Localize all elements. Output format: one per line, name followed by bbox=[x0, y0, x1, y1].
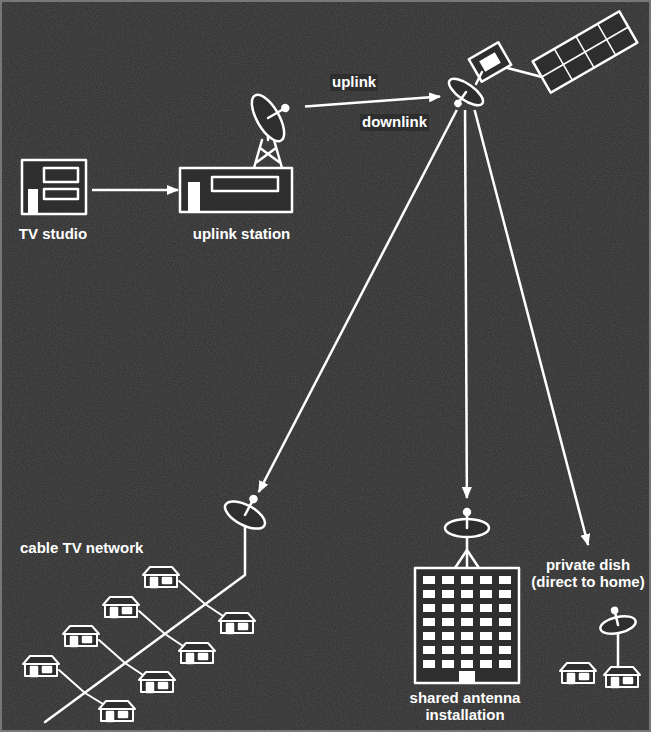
tv-studio bbox=[44, 168, 78, 182]
satellite bbox=[440, 11, 637, 117]
private-dish: private dish (direct to home) bbox=[528, 545, 648, 692]
tv-studio bbox=[28, 189, 38, 214]
signal-arrow bbox=[305, 97, 440, 107]
signal-arrow bbox=[92, 189, 178, 192]
node-label: uplink station bbox=[178, 226, 305, 243]
satellite bbox=[476, 72, 482, 84]
uplink-station bbox=[281, 104, 289, 112]
signal-arrow bbox=[475, 110, 588, 545]
signal-arrow bbox=[259, 110, 457, 492]
satellite bbox=[469, 42, 511, 82]
uplink-station bbox=[245, 90, 290, 146]
house bbox=[23, 656, 59, 676]
satellite bbox=[469, 42, 511, 82]
link-label: uplink bbox=[330, 74, 378, 91]
cable-tv-network bbox=[59, 581, 223, 704]
house bbox=[63, 626, 99, 646]
shared-antenna-installation bbox=[464, 509, 470, 515]
node-label: cable TV network bbox=[20, 540, 210, 557]
satellite bbox=[440, 5, 646, 110]
cable-tv-network bbox=[221, 496, 269, 534]
house bbox=[179, 643, 215, 663]
house bbox=[604, 667, 640, 687]
cable-tv-network bbox=[249, 495, 257, 503]
cable-tv-network: cable TV network bbox=[15, 492, 275, 725]
satellite bbox=[454, 100, 461, 107]
node-label: private dish (direct to home) bbox=[528, 557, 648, 591]
satellite bbox=[479, 52, 501, 71]
cable-tv-network bbox=[23, 486, 274, 722]
cable-tv-network bbox=[221, 486, 274, 534]
house bbox=[560, 663, 596, 683]
satellite bbox=[440, 74, 487, 117]
house bbox=[103, 597, 139, 617]
shared-antenna-installation bbox=[415, 509, 519, 683]
house bbox=[99, 701, 135, 721]
tv-studio bbox=[22, 160, 86, 214]
uplink-station bbox=[254, 140, 282, 168]
satellite bbox=[533, 11, 638, 92]
house bbox=[143, 567, 179, 587]
shared-antenna-installation bbox=[415, 568, 519, 683]
illustration bbox=[22, 11, 640, 722]
uplink-station: uplink station bbox=[178, 88, 305, 252]
label-block: cable TV network bbox=[20, 540, 210, 557]
house bbox=[219, 613, 255, 633]
satellite bbox=[445, 74, 487, 110]
tv-studio bbox=[44, 189, 78, 199]
label-block: uplink station bbox=[178, 226, 305, 243]
node-label: TV studio bbox=[14, 226, 92, 243]
tv-studio bbox=[22, 160, 86, 214]
shared-antenna-installation bbox=[459, 671, 475, 683]
label-block: private dish (direct to home) bbox=[528, 557, 648, 591]
uplink-station bbox=[245, 84, 300, 146]
uplink-station bbox=[180, 168, 292, 212]
signal-arrow bbox=[465, 110, 467, 498]
shared-antenna-installation: shared antenna installation bbox=[395, 498, 535, 728]
shared-antenna-installation bbox=[423, 576, 518, 669]
private-dish bbox=[597, 604, 638, 637]
uplink-station bbox=[212, 177, 278, 191]
satellite bbox=[533, 11, 638, 92]
uplink-station bbox=[188, 182, 200, 212]
private-dish bbox=[560, 604, 640, 687]
house bbox=[139, 672, 175, 692]
private-dish bbox=[612, 607, 618, 613]
uplink-station bbox=[180, 84, 301, 212]
shared-antenna-installation bbox=[455, 550, 479, 568]
node-label: shared antenna installation bbox=[395, 690, 535, 724]
satellite bbox=[533, 11, 638, 92]
private-dish bbox=[617, 632, 620, 667]
label-block: shared antenna installation bbox=[395, 690, 535, 724]
tv-studio: TV studio bbox=[14, 150, 92, 252]
label-block: TV studio bbox=[14, 226, 92, 243]
link-label: downlink bbox=[360, 114, 429, 131]
shared-antenna-installation bbox=[445, 509, 489, 537]
